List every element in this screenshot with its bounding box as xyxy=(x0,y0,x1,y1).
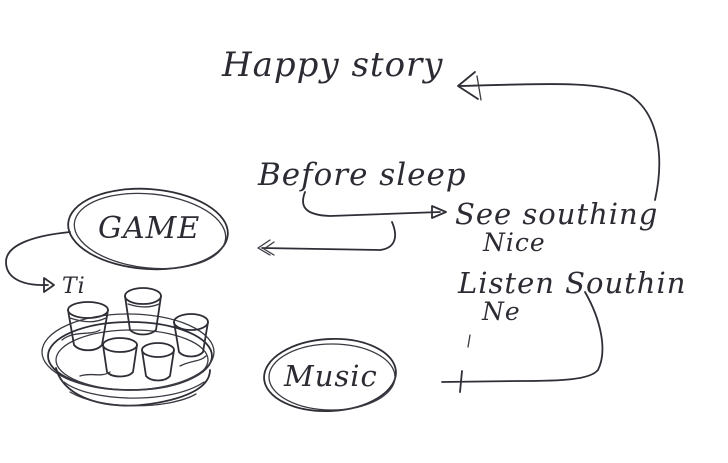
game-node: GAME xyxy=(67,187,229,271)
happy-story-label: Happy story xyxy=(221,45,444,85)
cup xyxy=(124,287,162,336)
stray-mark xyxy=(467,334,471,348)
listen-to-music-arrow xyxy=(441,291,604,393)
music-oval-overdraw xyxy=(268,343,396,411)
before-sleep-label: Before sleep xyxy=(257,157,467,193)
cups-tray-doodle xyxy=(41,287,215,407)
shading-scribbles xyxy=(61,329,207,377)
see-to-happy-story-arrow xyxy=(457,71,661,201)
nice-label: Nice xyxy=(482,228,546,257)
music-node: Music xyxy=(263,337,397,413)
cup xyxy=(102,337,138,378)
before-sleep-to-see-arrow xyxy=(302,191,447,219)
game-oval xyxy=(67,187,229,271)
see-something-label: See southing xyxy=(455,197,658,231)
game-label: GAME xyxy=(98,211,200,246)
cup xyxy=(141,342,175,382)
music-oval xyxy=(263,337,397,413)
tray-base xyxy=(55,367,211,407)
music-label: Music xyxy=(283,359,378,393)
ne-label: Ne xyxy=(481,297,521,326)
ti-label: Ti xyxy=(62,274,86,299)
see-to-game-arrow xyxy=(257,221,396,256)
cup xyxy=(173,313,209,358)
tray-base-line xyxy=(63,381,205,399)
game-to-ti-arrow xyxy=(5,231,71,293)
game-oval-overdraw xyxy=(73,192,227,270)
listen-something-label: Listen Southin xyxy=(457,266,686,300)
cup xyxy=(67,301,109,352)
tray-base-line-2 xyxy=(69,391,197,407)
